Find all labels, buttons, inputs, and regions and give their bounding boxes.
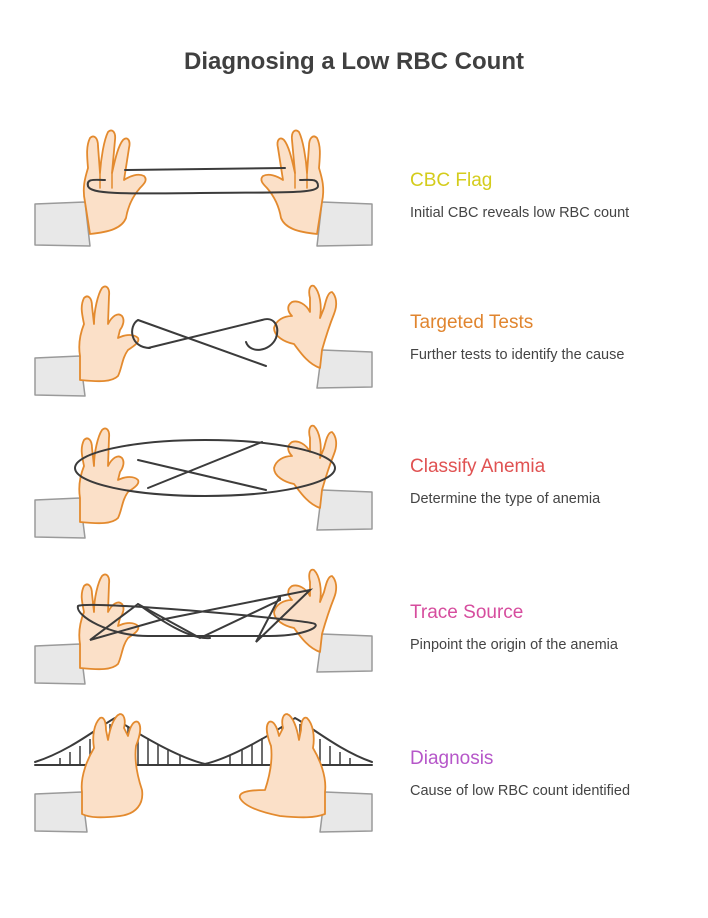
step-description: Pinpoint the origin of the anemia — [410, 637, 618, 653]
step-title: CBC Flag — [410, 170, 493, 191]
page-title: Diagnosing a Low RBC Count — [184, 48, 524, 75]
string-figure-cross-icon — [34, 284, 373, 397]
step-title: Classify Anemia — [410, 456, 546, 477]
step-title: Trace Source — [410, 602, 524, 623]
step-description: Further tests to identify the cause — [410, 347, 625, 363]
step-description: Initial CBC reveals low RBC count — [410, 205, 630, 221]
step-trace-source: Trace Source Pinpoint the origin of the … — [0, 560, 708, 710]
step-targeted-tests: Targeted Tests Further tests to identify… — [0, 272, 708, 422]
step-cbc-flag: CBC Flag Initial CBC reveals low RBC cou… — [0, 118, 708, 268]
step-description: Determine the type of anemia — [410, 491, 601, 507]
step-description: Cause of low RBC count identified — [410, 783, 631, 799]
step-classify-anemia: Classify Anemia Determine the type of an… — [0, 412, 708, 562]
string-figure-open-icon — [34, 129, 373, 247]
string-figure-bridge-icon — [34, 713, 373, 833]
step-title: Diagnosis — [410, 748, 494, 769]
step-diagnosis: Diagnosis Cause of low RBC count identif… — [0, 706, 708, 856]
string-figure-web-icon — [34, 568, 373, 685]
step-title: Targeted Tests — [410, 312, 534, 333]
string-figure-loop-icon — [34, 424, 373, 539]
